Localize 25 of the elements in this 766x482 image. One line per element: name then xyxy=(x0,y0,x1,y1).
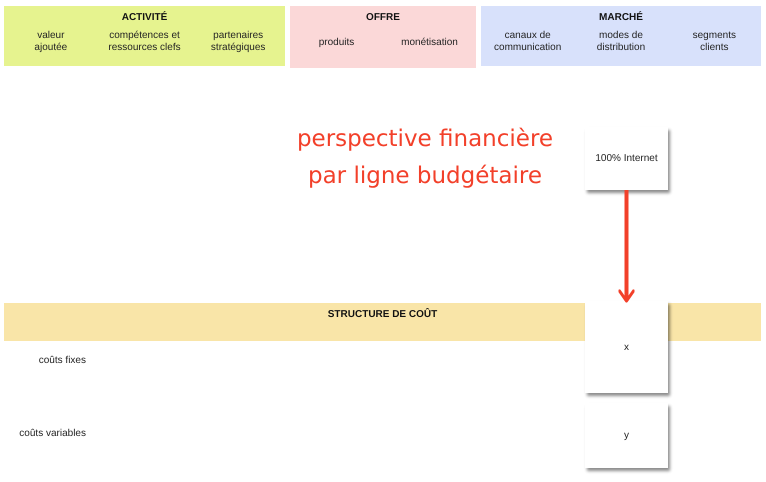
card-label: x xyxy=(624,342,629,352)
column-label: partenaires stratégiques xyxy=(210,30,266,54)
card-label: 100% Internet xyxy=(595,153,658,164)
row-label: coûts variables xyxy=(19,428,86,439)
value-card xyxy=(585,403,668,468)
column-label: monétisation xyxy=(401,37,458,49)
category-band xyxy=(290,6,476,68)
category-band xyxy=(4,6,285,66)
column-label: valeur ajoutée xyxy=(33,30,68,54)
band-heading: ACTIVITÉ xyxy=(122,12,168,24)
row-label: coûts fixes xyxy=(38,355,86,366)
band-heading: MARCHÉ xyxy=(599,12,643,24)
arrow xyxy=(618,190,635,302)
column-label: produits xyxy=(318,37,354,49)
column-label: canaux de communication xyxy=(493,30,562,54)
value-card xyxy=(585,127,668,190)
column-label: segments clients xyxy=(692,30,737,54)
column-label: compétences et ressources clefs xyxy=(107,30,182,54)
column-label: modes de distribution xyxy=(596,30,646,54)
band-heading: OFFRE xyxy=(366,12,400,24)
category-band xyxy=(481,6,761,66)
card-label: y xyxy=(624,430,629,441)
value-card xyxy=(585,301,668,393)
handwritten-note: perspective financière par ligne budgétaire xyxy=(296,125,554,191)
band-heading: STRUCTURE DE COÛT xyxy=(328,309,438,321)
